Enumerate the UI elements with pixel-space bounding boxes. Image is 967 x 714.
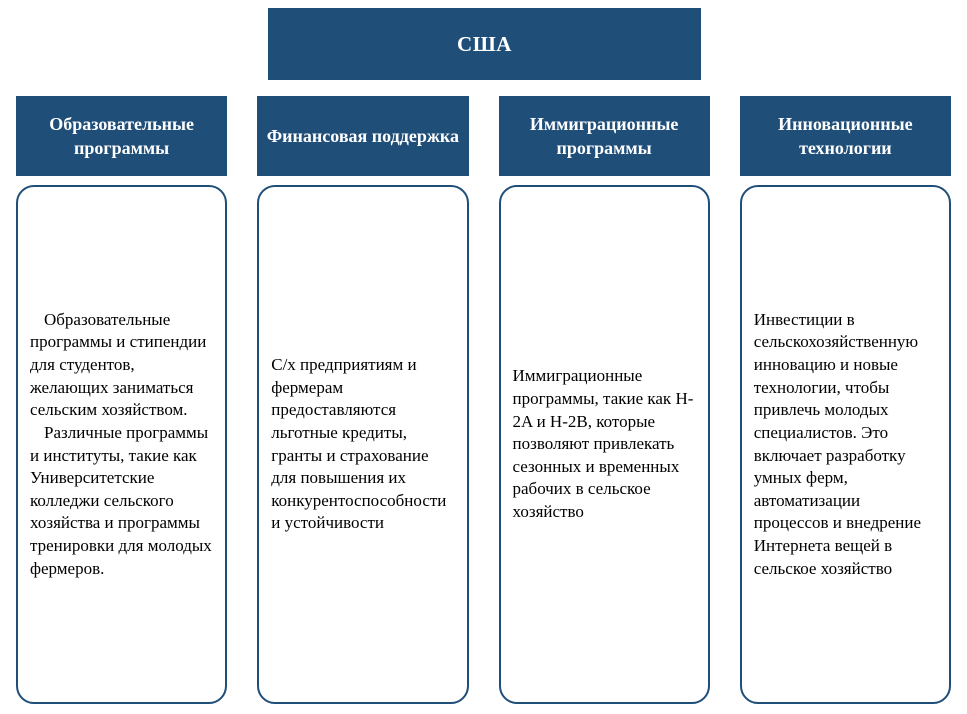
column-financial-support: Финансовая поддержка С/х предприятиям и … — [257, 96, 469, 704]
column-header-educational: Образовательные программы — [16, 96, 228, 176]
column-body-educational: Образовательные программы и стипендии дл… — [16, 185, 228, 704]
column-header-label: Инновационные технологии — [778, 113, 913, 158]
column-header-label: Иммиграционные программы — [529, 113, 679, 158]
column-immigration-programs: Иммиграционные программы Иммиграционные … — [498, 96, 710, 704]
body-paragraph: Инвестиции в сельскохозяйственную иннова… — [753, 309, 922, 578]
body-paragraph: С/х предприятиям и фермерам предоставляю… — [271, 355, 447, 533]
column-educational-programs: Образовательные программы Образовательны… — [16, 96, 228, 704]
columns-container: Образовательные программы Образовательны… — [16, 96, 951, 704]
column-body-innovation: Инвестиции в сельскохозяйственную иннова… — [739, 185, 951, 704]
body-paragraph: Образовательные программы и стипендии дл… — [30, 309, 207, 420]
root-label: США — [457, 31, 512, 56]
column-body-financial: С/х предприятиям и фермерам предоставляю… — [257, 185, 469, 704]
root-box: США — [268, 8, 701, 80]
column-header-label: Финансовая поддержка — [266, 125, 460, 146]
column-header-financial: Финансовая поддержка — [257, 96, 469, 176]
body-paragraph: Различные программы и институты, такие к… — [30, 422, 212, 578]
body-paragraph: Иммиграционные программы, такие как H-2A… — [512, 366, 694, 522]
column-innovative-technologies: Инновационные технологии Инвестиции в се… — [739, 96, 951, 704]
column-header-label: Образовательные программы — [49, 113, 195, 158]
column-header-innovation: Инновационные технологии — [739, 96, 951, 176]
column-header-immigration: Иммиграционные программы — [498, 96, 710, 176]
column-body-immigration: Иммиграционные программы, такие как H-2A… — [498, 185, 710, 704]
